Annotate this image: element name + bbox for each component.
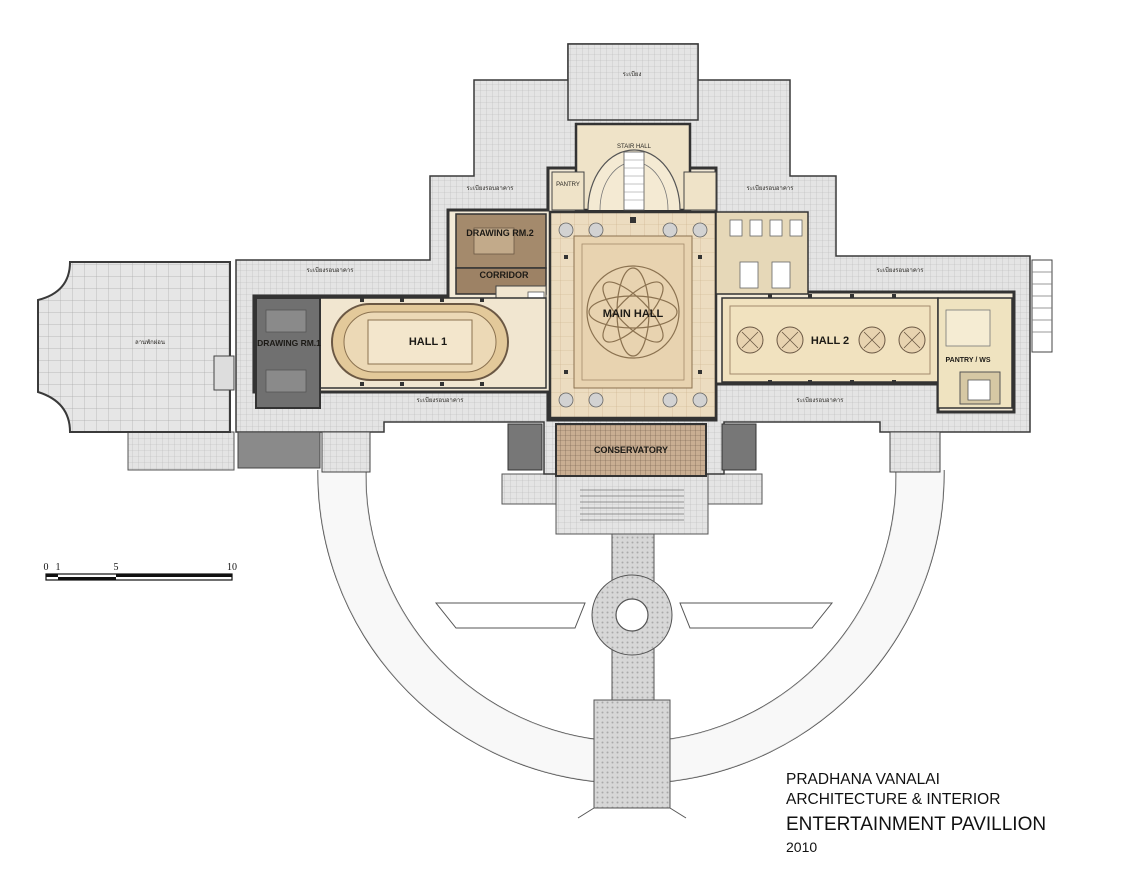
drawing-room-2-label: DRAWING RM.2: [466, 228, 534, 238]
hall-1-label: HALL 1: [409, 336, 447, 348]
hall-1: HALL 1: [319, 297, 547, 389]
axial-walkway: [577, 529, 687, 819]
pantry-ws-label: PANTRY / WS: [946, 357, 991, 364]
stair-hall-label: STAIR HALL: [617, 144, 652, 150]
stair-hall: STAIR HALL PANTRY: [551, 122, 717, 212]
lawn-left: [434, 602, 586, 629]
scale-tick-1: 1: [56, 562, 61, 573]
drawing-room-2: DRAWING RM.2 CORRIDOR: [455, 213, 547, 317]
project-title: ENTERTAINMENT PAVILLION: [786, 814, 1047, 835]
drawing-room-1: DRAWING RM.1: [255, 297, 321, 409]
pantry-label: PANTRY: [556, 182, 580, 188]
scale-tick-10: 10: [227, 562, 237, 573]
svg-text:ระเบียง: ระเบียง: [623, 70, 642, 78]
pantry-ws: PANTRY / WS: [937, 297, 1013, 409]
conservatory: CONSERVATORY: [507, 423, 757, 477]
service-block: [715, 211, 809, 295]
designer-name: PRADHANA VANALAI: [786, 771, 940, 788]
svg-text:ระเบียงรอบอาคาร: ระเบียงรอบอาคาร: [307, 266, 355, 274]
svg-text:ระเบียงรอบอาคาร: ระเบียงรอบอาคาร: [467, 184, 515, 192]
conservatory-label: CONSERVATORY: [594, 445, 668, 455]
svg-text:ระเบียงรอบอาคาร: ระเบียงรอบอาคาร: [417, 396, 465, 404]
hall-2-label: HALL 2: [811, 335, 849, 347]
project-year: 2010: [786, 839, 818, 855]
scale-tick-0: 0: [44, 562, 49, 573]
corridor-label: CORRIDOR: [480, 270, 529, 280]
west-terrace: ลานพักผ่อน: [37, 261, 235, 433]
main-hall-label: MAIN HALL: [603, 308, 664, 320]
svg-text:ระเบียงรอบอาคาร: ระเบียงรอบอาคาร: [747, 184, 795, 192]
main-hall: MAIN HALL: [548, 210, 718, 420]
svg-text:ระเบียงรอบอาคาร: ระเบียงรอบอาคาร: [797, 396, 845, 404]
lawn-right: [679, 602, 834, 629]
discipline: ARCHITECTURE & INTERIOR: [786, 791, 1001, 808]
svg-text:ลานพักผ่อน: ลานพักผ่อน: [135, 339, 165, 346]
garden-arcs: [317, 469, 945, 783]
svg-text:ระเบียงรอบอาคาร: ระเบียงรอบอาคาร: [877, 266, 925, 274]
scale-tick-5: 5: [114, 562, 119, 573]
entry-steps: [501, 473, 763, 535]
drawing-room-1-label: DRAWING RM.1: [257, 338, 321, 348]
hall-2: HALL 2: [721, 294, 939, 384]
scale-bar: 0 1 5 10: [44, 562, 237, 581]
title-block: PRADHANA VANALAI ARCHITECTURE & INTERIOR…: [786, 770, 1046, 856]
